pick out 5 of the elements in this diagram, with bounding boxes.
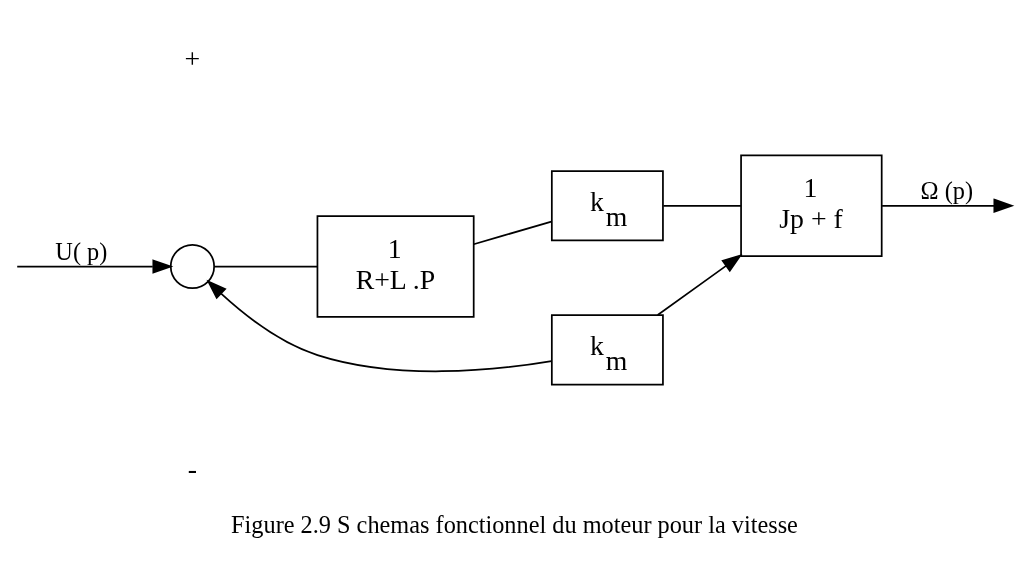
label: - <box>187 452 198 484</box>
caption: Figure 2.9 S chemas fonctionnel du moteur pour la vitesse <box>231 510 798 538</box>
edge-label: U( p) <box>55 237 108 265</box>
edge-label: Ω (p) <box>920 176 974 204</box>
label: + <box>184 42 201 74</box>
